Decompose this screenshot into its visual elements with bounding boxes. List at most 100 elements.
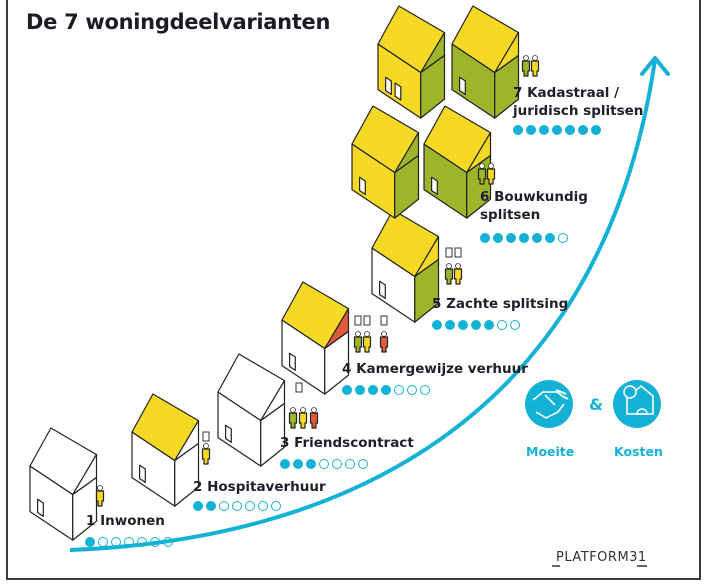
variant-6-label: 6 Bouwkundig splitsen — [480, 188, 588, 224]
score-dot-empty — [407, 385, 417, 395]
score-dot-filled — [280, 459, 290, 469]
score-dot-filled — [355, 385, 365, 395]
score-dot-empty — [124, 537, 134, 547]
legend-effort-label: Moeite — [526, 444, 575, 459]
person-icon — [453, 263, 463, 285]
house-6a — [351, 105, 420, 219]
person-icon — [288, 407, 298, 429]
score-dot-filled — [591, 125, 601, 135]
house-gable — [260, 380, 286, 422]
score-dot-empty — [497, 320, 507, 330]
house-door — [139, 464, 146, 483]
score-dot-filled — [206, 501, 216, 511]
variant-7-score — [513, 125, 601, 135]
house-gable — [420, 31, 446, 74]
score-dot-empty — [150, 537, 160, 547]
variant-6-line2: splitsen — [480, 207, 541, 223]
person-icon — [95, 485, 105, 507]
score-dot-filled — [565, 125, 575, 135]
variant-7-label: 7 Kadastraal / juridisch splitsen — [513, 84, 643, 120]
diagram-title: De 7 woningdeelvarianten — [26, 10, 331, 34]
variant-7-line2: juridisch splitsen — [513, 103, 644, 119]
score-dot-filled — [85, 537, 95, 547]
score-dot-empty — [219, 501, 229, 511]
score-dot-filled — [293, 459, 303, 469]
house-gable — [394, 132, 420, 174]
house-door — [385, 76, 392, 95]
variant-6-line1: 6 Bouwkundig — [480, 189, 588, 205]
contract-icon — [380, 315, 388, 326]
contract-icon — [295, 382, 303, 393]
score-dot-filled — [432, 320, 442, 330]
score-dot-filled — [471, 320, 481, 330]
variant-6-score — [480, 233, 568, 243]
house-door — [225, 424, 232, 443]
variant-1-label: 1 Inwonen — [86, 513, 165, 529]
person-icon — [521, 55, 531, 77]
person-icon — [353, 331, 363, 353]
person-icon — [362, 331, 372, 353]
score-dot-empty — [271, 501, 281, 511]
score-dot-filled — [342, 385, 352, 395]
house-door — [359, 176, 366, 195]
house-5 — [371, 209, 440, 323]
score-dot-filled — [552, 125, 562, 135]
score-dot-filled — [484, 320, 494, 330]
score-dot-filled — [493, 233, 503, 243]
variant-4-score — [342, 385, 430, 395]
variant-1-score — [85, 537, 173, 547]
score-dot-empty — [137, 537, 147, 547]
score-dot-empty — [420, 385, 430, 395]
house-gable — [174, 420, 200, 462]
score-dot-filled — [539, 125, 549, 135]
score-dot-empty — [111, 537, 121, 547]
image-frame — [6, 0, 701, 580]
contract-icon — [363, 315, 371, 326]
score-dot-filled — [193, 501, 203, 511]
house-door — [394, 82, 402, 101]
house-door — [289, 352, 296, 371]
score-dot-filled — [519, 233, 529, 243]
score-dot-filled — [506, 233, 516, 243]
handshake-icon — [525, 380, 573, 428]
variant-3-label: 3 Friendscontract — [280, 435, 414, 451]
score-dot-empty — [98, 537, 108, 547]
score-dot-empty — [345, 459, 355, 469]
house-3 — [217, 353, 286, 467]
score-dot-empty — [558, 233, 568, 243]
house-gable — [466, 132, 492, 174]
score-dot-empty — [319, 459, 329, 469]
house-gable — [324, 308, 350, 350]
house-2 — [131, 393, 200, 507]
score-dot-filled — [526, 125, 536, 135]
variant-5-label: 5 Zachte splitsing — [432, 296, 569, 312]
score-dot-empty — [358, 459, 368, 469]
house-door — [431, 176, 438, 195]
score-dot-empty — [245, 501, 255, 511]
person-icon — [379, 331, 389, 353]
legend-cost-label: Kosten — [614, 444, 663, 459]
person-icon — [486, 163, 496, 185]
score-dot-filled — [578, 125, 588, 135]
platform31-logo: PLATFORM31 — [556, 550, 647, 565]
house-1 — [29, 427, 98, 541]
score-dot-filled — [306, 459, 316, 469]
house-7b — [451, 5, 520, 119]
person-icon — [530, 55, 540, 77]
score-dot-empty — [163, 537, 173, 547]
score-dot-filled — [445, 320, 455, 330]
house-4 — [281, 281, 350, 395]
variant-3-score — [280, 459, 368, 469]
score-dot-filled — [381, 385, 391, 395]
person-icon — [309, 407, 319, 429]
arrow-head-icon — [640, 56, 670, 76]
growth-arrow — [69, 59, 657, 552]
house-gable — [72, 454, 98, 496]
score-dot-empty — [332, 459, 342, 469]
variant-7-line1: 7 Kadastraal / — [513, 85, 620, 101]
house-gable — [494, 31, 520, 74]
house-door — [36, 498, 44, 517]
house-7a — [377, 5, 446, 119]
variant-2-label: 2 Hospitaverhuur — [193, 479, 326, 495]
contract-icon — [354, 315, 362, 326]
